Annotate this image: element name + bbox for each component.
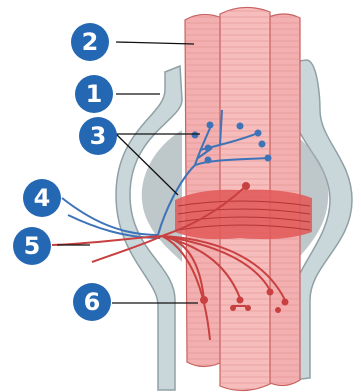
vessel-ending xyxy=(275,307,281,313)
marker-5: 5 xyxy=(13,227,51,265)
nerve-ending xyxy=(205,157,212,164)
vessel-ending xyxy=(282,299,289,306)
marker-1-label: 1 xyxy=(86,80,103,108)
band-shape xyxy=(175,190,312,239)
nerve-ending xyxy=(255,130,262,137)
vessel-ending xyxy=(230,305,236,311)
marker-3-label: 3 xyxy=(90,122,107,150)
vessel-ending xyxy=(267,289,274,296)
marker-6: 6 xyxy=(73,283,111,321)
nerve-ending xyxy=(205,145,212,152)
vessel-ending xyxy=(242,182,250,190)
leader-2 xyxy=(116,42,194,44)
nerve-ending xyxy=(237,123,244,130)
vessel-ending xyxy=(200,296,208,304)
marker-1: 1 xyxy=(75,75,113,113)
marker-2: 2 xyxy=(71,23,109,61)
nerve-ending xyxy=(265,155,272,162)
marker-6-label: 6 xyxy=(84,288,101,316)
nerve-ending xyxy=(259,141,266,148)
marker-3: 3 xyxy=(79,117,117,155)
marker-4: 4 xyxy=(23,179,61,217)
vessel-ending xyxy=(237,297,244,304)
vessel-ending xyxy=(245,305,251,311)
marker-4-label: 4 xyxy=(34,184,51,212)
marker-2-label: 2 xyxy=(82,28,99,56)
nerve-ending xyxy=(207,122,214,129)
red-band xyxy=(175,190,312,239)
nerve-ending xyxy=(192,132,199,139)
marker-5-label: 5 xyxy=(24,232,41,260)
